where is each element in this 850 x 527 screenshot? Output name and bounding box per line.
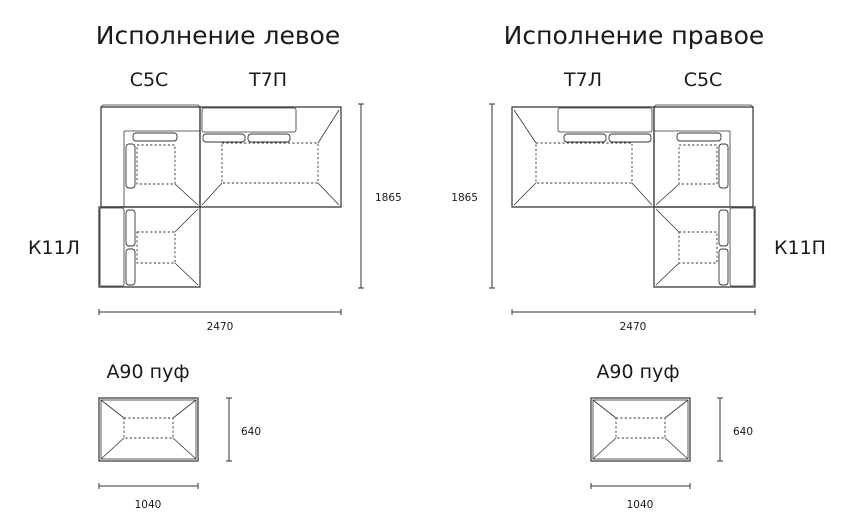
right-label-corner: С5С (684, 69, 723, 91)
left-sofa-plan (98, 104, 342, 288)
left-module-corner (100, 104, 201, 208)
pouf-right-label: А90 пуф (596, 361, 679, 383)
right-label-side: К11П (774, 237, 826, 259)
pouf-left-depth-dimension: 640 (226, 397, 261, 462)
pouf-right-plan (590, 397, 691, 462)
right-depth-dimension: 1865 (451, 103, 495, 289)
left-width-value: 2470 (207, 321, 234, 333)
left-label-side: К11Л (28, 237, 80, 259)
left-depth-dimension: 1865 (358, 103, 402, 289)
pouf-left-plan (98, 397, 199, 462)
left-depth-value: 1865 (375, 192, 402, 204)
right-width-value: 2470 (620, 321, 647, 333)
left-width-dimension: 2470 (98, 309, 342, 333)
pouf-left-width-dimension: 1040 (98, 483, 199, 511)
left-module-straight (199, 106, 342, 208)
pouf-left-depth-value: 640 (241, 426, 261, 438)
pouf-right-depth-value: 640 (733, 426, 753, 438)
right-module-straight (511, 106, 655, 208)
right-module-side (653, 206, 756, 288)
pouf-right-depth-dimension: 640 (717, 397, 753, 462)
pouf-right-width-value: 1040 (627, 499, 654, 511)
right-label-straight: Т7Л (563, 69, 602, 91)
pouf-left-label: А90 пуф (106, 361, 189, 383)
right-title: Исполнение правое (504, 21, 765, 50)
left-label-straight: Т7П (248, 69, 287, 91)
right-depth-value: 1865 (451, 192, 478, 204)
left-label-corner: С5С (130, 69, 169, 91)
pouf-left-width-value: 1040 (135, 499, 162, 511)
left-title: Исполнение левое (96, 21, 340, 50)
pouf-right-width-dimension: 1040 (590, 483, 691, 511)
right-width-dimension: 2470 (511, 309, 756, 333)
right-sofa-plan (511, 104, 756, 288)
right-module-corner (653, 104, 754, 208)
left-module-side (98, 206, 201, 288)
